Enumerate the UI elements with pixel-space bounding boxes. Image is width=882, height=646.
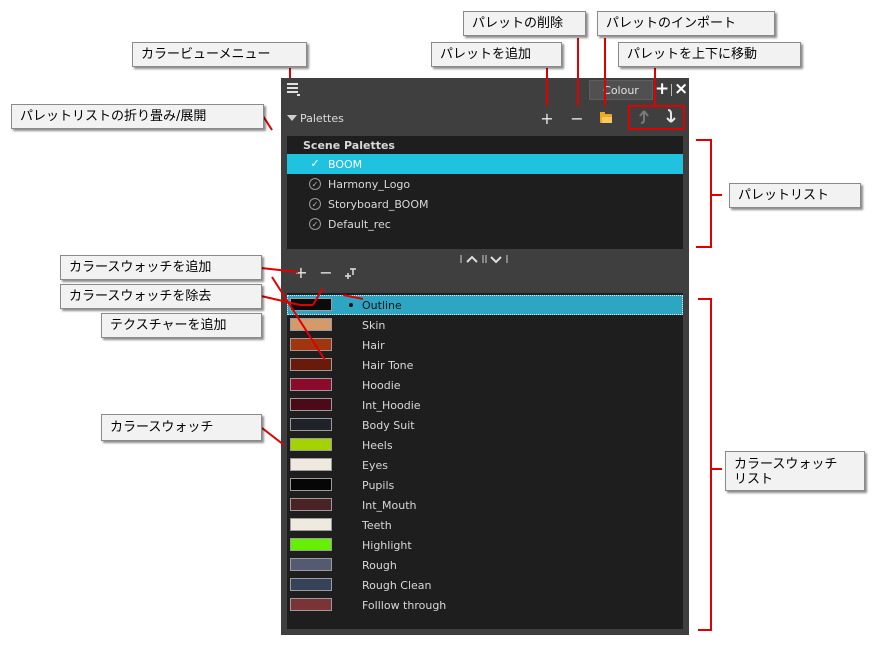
colour-swatch[interactable] [290,438,332,451]
callout-palette-list-collapse: パレットリストの折り畳み/展開 [11,104,264,129]
callout-swatch-list-text: カラースウォッチリスト [734,457,837,487]
tab-colour-label: Colour [603,83,639,97]
colour-swatch[interactable] [290,558,332,571]
swatch-row[interactable]: Pupils [287,475,683,495]
callout-add-texture: テクスチャーを追加 [101,313,262,338]
colour-swatch[interactable] [290,458,332,471]
palette-list: Scene Palettes ✓ BOOM ✓ Harmony_Logo ✓ Stor… [287,136,683,249]
check-circle-icon: ✓ [309,218,321,230]
swatch-name: Heels [362,438,393,452]
arrow-up-icon[interactable] [637,108,651,126]
palette-item-boom[interactable]: ✓ BOOM [287,154,683,174]
swatch-name: Rough [362,558,397,572]
callout-add-swatch: カラースウォッチを追加 [60,255,262,280]
colour-swatch[interactable] [290,418,332,431]
palette-item-label: Default_rec [328,217,391,231]
callout-add-palette: パレットを追加 [431,42,562,67]
add-texture-icon[interactable] [344,266,358,280]
callout-swatch-list: カラースウォッチリスト [725,451,865,491]
swatch-name: Teeth [362,518,392,532]
callout-remove-swatch: カラースウォッチを除去 [60,284,262,309]
swatch-name: Int_Mouth [362,498,417,512]
swatch-row[interactable]: Hair Tone [287,355,683,375]
callout-move-palette: パレットを上下に移動 [618,42,801,67]
swatch-name: Hoodie [362,378,401,392]
swatch-row[interactable]: Eyes [287,455,683,475]
colour-swatch[interactable] [290,518,332,531]
add-swatch-plus-icon[interactable]: + [294,263,308,282]
callout-swatch-list-line: リスト [734,472,774,487]
callout-colour-swatch: カラースウォッチ [101,414,262,441]
splitter-handle[interactable] [459,249,511,264]
arrow-down-icon[interactable] [664,108,678,126]
palette-list-header: Scene Palettes [303,139,395,152]
palette-item-default-rec[interactable]: ✓ Default_rec [287,214,683,234]
swatch-row[interactable]: Highlight [287,535,683,555]
swatch-row[interactable]: Folllow through [287,595,683,615]
tab-separator [671,84,672,96]
swatch-name: Highlight [362,538,412,552]
callout-palette-list: パレットリスト [729,183,861,208]
delete-palette-minus-icon[interactable]: − [570,109,584,128]
palette-item-label: BOOM [328,157,363,171]
swatch-row[interactable]: Heels [287,435,683,455]
colour-swatch[interactable] [290,378,332,391]
check-circle-icon: ✓ [309,198,321,210]
palette-item-harmony-logo[interactable]: ✓ Harmony_Logo [287,174,683,194]
swatch-row[interactable]: Int_Hoodie [287,395,683,415]
swatch-name: Outline [362,298,402,312]
swatch-name: Hair Tone [362,358,414,372]
callout-import-palette: パレットのインポート [597,11,775,36]
swatch-name: Int_Hoodie [362,398,421,412]
folder-icon[interactable] [600,112,612,123]
swatch-name: Eyes [362,458,388,472]
colour-view-panel: Colour + × Palettes + − Scene Palettes ✓… [281,78,689,635]
colour-swatch[interactable] [290,538,332,551]
swatch-name: Folllow through [362,598,447,612]
add-palette-plus-icon[interactable]: + [540,109,554,128]
swatch-row[interactable]: Int_Mouth [287,495,683,515]
current-swatch-dot-icon [349,303,353,307]
swatch-row[interactable]: Body Suit [287,415,683,435]
swatch-name: Rough Clean [362,578,432,592]
colour-swatch[interactable] [290,498,332,511]
colour-swatch[interactable] [290,578,332,591]
palette-item-label: Harmony_Logo [328,177,411,191]
add-tab-button[interactable]: + [655,79,670,99]
swatch-name: Body Suit [362,418,415,432]
swatch-row[interactable]: Hoodie [287,375,683,395]
swatch-row[interactable]: Rough Clean [287,575,683,595]
hamburger-menu-icon[interactable] [287,82,300,96]
callout-delete-palette: パレットの削除 [463,11,586,36]
remove-swatch-minus-icon[interactable]: − [319,263,333,282]
swatch-row[interactable]: Outline [287,295,683,315]
palettes-label: Palettes [300,112,344,125]
swatch-row[interactable]: Rough [287,555,683,575]
check-icon: ✓ [310,157,320,170]
swatch-name: Hair [362,338,385,352]
swatch-name: Pupils [362,478,395,492]
callout-swatch-list-line: カラースウォッチ [734,457,838,472]
close-icon[interactable]: × [674,79,689,99]
swatch-row[interactable]: Teeth [287,515,683,535]
palette-item-storyboard-boom[interactable]: ✓ Storyboard_BOOM [287,194,683,214]
triangle-down-icon[interactable] [287,115,297,121]
check-circle-icon: ✓ [309,178,321,190]
colour-swatch[interactable] [290,398,332,411]
swatch-name: Skin [362,318,386,332]
palette-item-label: Storyboard_BOOM [328,197,429,211]
colour-swatch[interactable] [290,598,332,611]
callout-colour-view-menu: カラービューメニュー [132,42,307,67]
colour-swatch[interactable] [290,358,332,371]
colour-swatch[interactable] [290,478,332,491]
